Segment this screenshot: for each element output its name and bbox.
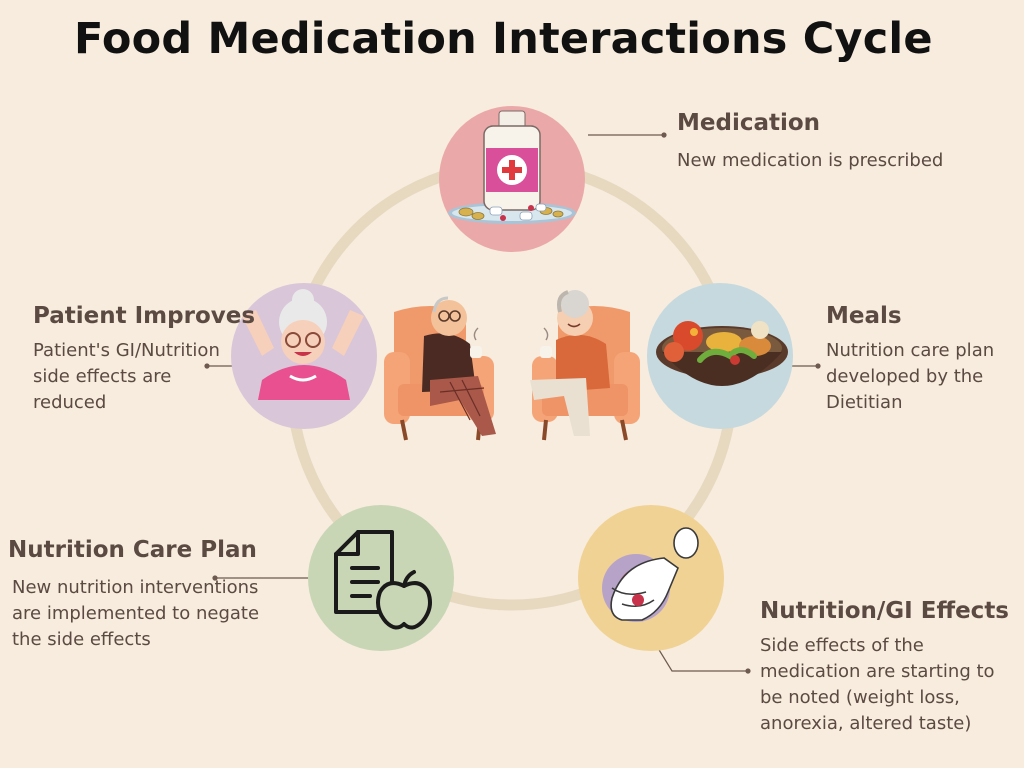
patient-improves-desc: Patient's GI/Nutrition side effects are … xyxy=(33,340,220,413)
elderly-couple-armchairs-icon xyxy=(384,290,640,441)
meals-node xyxy=(647,283,793,429)
stomach-pain-icon xyxy=(602,527,699,622)
gi-effects-title: Nutrition/GI Effects xyxy=(760,598,1010,624)
medication-desc: New medication is prescribed xyxy=(677,150,944,171)
document-apple-icon xyxy=(334,530,432,630)
patient-improves-node xyxy=(231,283,377,429)
care-plan-desc: New nutrition interventions are implemen… xyxy=(12,577,260,650)
happy-grandmother-icon xyxy=(242,289,364,400)
page-title: Food Medication Interactions Cycle xyxy=(74,14,933,64)
medication-node xyxy=(439,106,585,252)
medicine-bottle-icon xyxy=(448,110,576,224)
connector-lines xyxy=(204,132,821,674)
food-bowl-icon xyxy=(656,321,788,386)
medication-title: Medication xyxy=(677,110,821,136)
gi-effects-desc: Side effects of the medication are start… xyxy=(760,635,995,734)
meals-desc: Nutrition care plan developed by the Die… xyxy=(826,340,995,413)
care-plan-node xyxy=(308,505,454,651)
patient-improves-title: Patient Improves xyxy=(33,303,256,329)
meals-title: Meals xyxy=(826,303,902,329)
care-plan-title: Nutrition Care Plan xyxy=(8,537,257,563)
gi-effects-node xyxy=(578,505,724,651)
